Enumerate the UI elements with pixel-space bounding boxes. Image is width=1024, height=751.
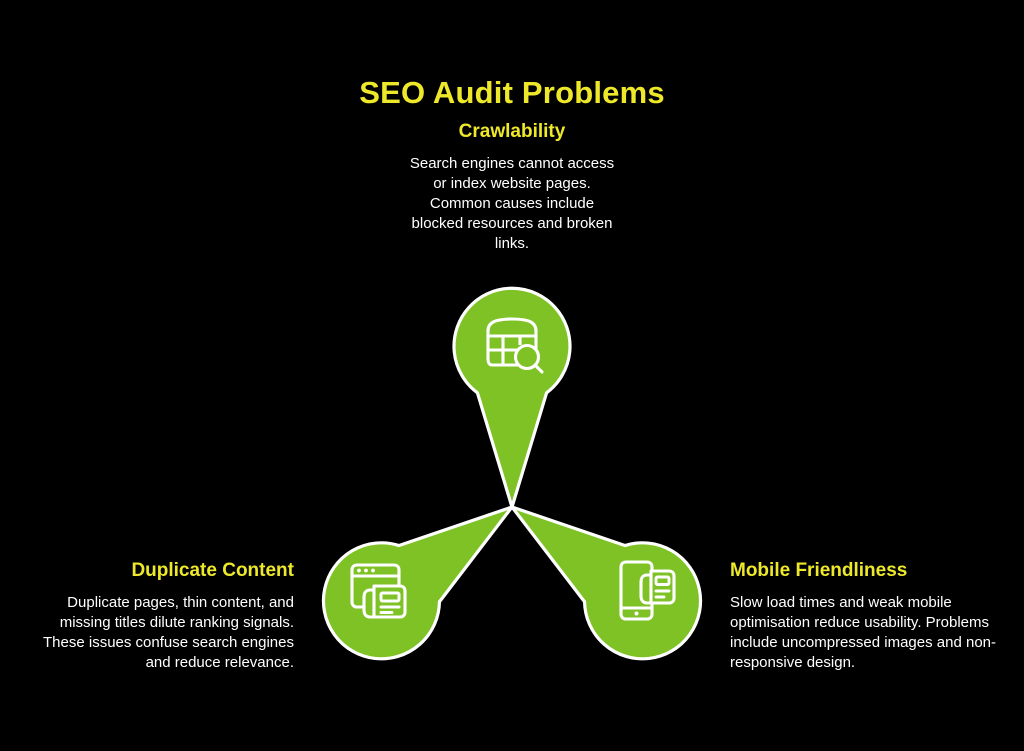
petal-mobile-friendliness[interactable] — [476, 458, 726, 684]
petal-duplicate-content[interactable] — [298, 458, 548, 684]
node-crawlability-heading: Crawlability — [458, 121, 566, 142]
table-search-icon — [486, 317, 544, 374]
node-duplicate-content-heading: Duplicate Content — [131, 560, 294, 581]
node-mobile-friendliness-body: Slow load times and weak mobile optimisa… — [730, 593, 996, 671]
petal-crawlability[interactable] — [452, 286, 572, 509]
node-crawlability-body: Search engines cannot access or index we… — [409, 154, 615, 252]
mobile-document-icon — [619, 560, 676, 621]
node-mobile-friendliness: Mobile Friendliness Slow load times and … — [730, 559, 1000, 673]
node-mobile-friendliness-heading: Mobile Friendliness — [730, 560, 908, 581]
browser-document-icon — [350, 563, 407, 619]
node-duplicate-content: Duplicate Content Duplicate pages, thin … — [28, 559, 294, 673]
node-crawlability: Crawlability Search engines cannot acces… — [382, 120, 642, 253]
page-title: SEO Audit Problems — [359, 74, 665, 110]
node-duplicate-content-body: Duplicate pages, thin content, and missi… — [43, 593, 294, 671]
